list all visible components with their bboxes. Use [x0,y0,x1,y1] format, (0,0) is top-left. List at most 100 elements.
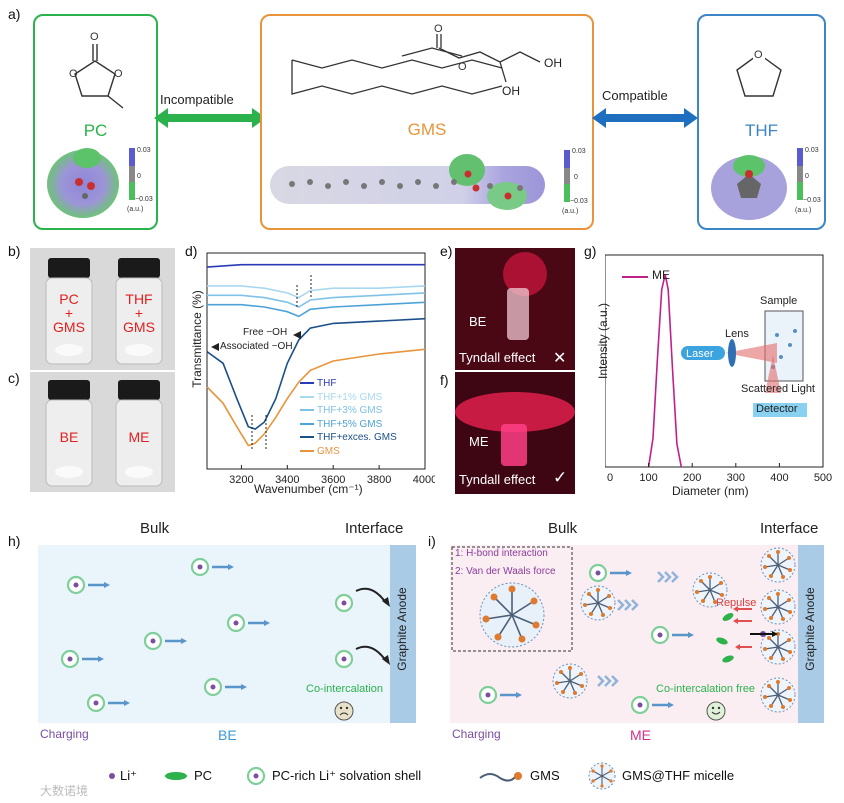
ftir-legend-label: THF+3% GMS [317,405,383,416]
me-tag: ME [630,727,651,743]
ftir-legend-item-4: THF+exces. GMS [300,432,397,443]
me-anode-label: Graphite Anode [803,587,817,671]
tyndall-photo-me: ME Tyndall effect ✓ [455,372,575,494]
ftir-ylabel: Transmittance (%) [190,290,204,388]
pc-scale-top: 0.03 [137,147,151,154]
watermark: 大数诺境 [40,784,89,798]
dls-detector-label: Detector [756,403,798,415]
ftir-series-1 [207,285,426,299]
dls-chart: 0 100 200 300 400 500 [605,254,832,484]
cross-icon: ✕ [553,350,567,367]
gms-scale-mid: 0 [574,174,578,181]
me-bulk-label: Bulk [548,520,578,537]
dls-xtick-label-5: 500 [814,472,832,484]
tyndall-be-caption: Tyndall effect [459,350,536,365]
be-note: Co-intercalation [306,683,384,695]
ftir-legend-swatch [300,449,314,452]
dls-xtick-label-0: 0 [607,472,613,484]
tyndall-me-sample: ME [469,434,489,449]
panel-label-e: e) [440,243,453,259]
vials-photo-c: BE ME [30,372,175,492]
gms-molecule-icon [479,772,522,782]
ftir-series-4 [206,317,426,430]
svg-text:O: O [458,61,467,73]
me-hbond-label: 1: H-bond interaction [455,548,548,559]
tyndall-photo-be: BE Tyndall effect ✕ [455,248,575,370]
me-repulse-label: Repulse [716,597,757,609]
be-tag: BE [218,727,237,743]
gms-esp-map [270,150,570,210]
ftir-legend-swatch [300,409,314,412]
be-anode-label: Graphite Anode [395,587,409,671]
thf-box: O THF 0.03 0 −0.03 (a.u.) [697,14,826,230]
pc-scale-bot: −0.03 [135,196,153,203]
thf-scale-top: 0.03 [805,147,819,154]
ftir-series-2 [207,292,426,308]
vial-b-left-line3: GMS [53,319,85,335]
gms-box: O O OH OH GMS 0.03 0 −0.03 (a.u.) [260,14,594,230]
dls-xtick-label-1: 100 [639,472,657,484]
panel-label-d: d) [185,243,198,259]
gms-label: GMS [407,120,447,139]
legend-shell: PC-rich Li⁺ solvation shell [272,768,422,783]
ftir-xlabel: Wavenumber (cm⁻¹) [254,482,363,496]
ftir-series-3 [207,301,426,318]
ftir-legend-item-1: THF+1% GMS [300,392,382,403]
pc-esp-map [47,148,135,218]
ftir-legend-item-3: THF+5% GMS [300,419,382,430]
vial-b-left-line1: PC [59,291,79,307]
ftir-legend-label: GMS [317,445,340,457]
thf-scale-unit: (a.u.) [795,207,812,214]
ftir-legend-swatch [300,395,314,398]
vial-b-right-line2: + [134,305,144,321]
vials-photo-b: PC + GMS THF + GMS [30,248,175,370]
legend-li: Li⁺ [120,768,137,783]
be-charging: Charging [40,727,89,741]
ftir-legend-label: THF+1% GMS [317,391,383,403]
dls-scattered-label: Scattered Light [741,383,815,395]
dls-xtick-label-3: 300 [727,472,745,484]
incompatible-arrow [154,108,266,128]
panel-label-b: b) [8,243,21,259]
pc-structure: O O O [69,31,124,109]
ftir-legend-swatch [300,382,314,385]
ftir-xtick-label-2: 3600 [321,474,345,486]
gms-scale-top: 0.03 [572,148,586,155]
vial-c-left: BE [59,429,79,445]
solvation-shell-icon [246,766,266,786]
me-graphite-anode [798,545,824,723]
tyndall-be-sample: BE [469,314,487,329]
be-graphite-anode [390,545,416,723]
me-interface-label: Interface [760,520,819,537]
panel-label-c: c) [8,370,20,386]
pc-box: O O O PC 0.03 0 −0.03 (a.u.) [33,14,158,230]
dls-series-0 [647,274,683,468]
li-ion-icon [109,773,115,779]
svg-text:O: O [90,31,99,43]
ftir-plot-frame [206,252,426,470]
thf-esp-map [711,148,803,220]
thf-scale-mid: 0 [805,173,809,180]
dls-xtick-label-4: 400 [770,472,788,484]
dls-lens-label: Lens [725,328,749,340]
interaction-inset [451,546,573,652]
ftir-xtick-label-1: 3400 [275,474,299,486]
vial-b-right-line1: THF [125,291,153,307]
dls-legend: ME [652,268,670,282]
thf-label: THF [744,121,779,140]
dls-xtick-label-2: 200 [683,472,701,484]
micelle-icon [588,762,616,790]
dls-sample-label: Sample [760,295,798,307]
dls-ylabel: Intensity (a.u.) [596,302,610,380]
ftir-legend-item-2: THF+3% GMS [300,405,382,416]
pc-scale-unit: (a.u.) [127,206,144,213]
dls-plot-frame [605,254,824,468]
dls-xlabel: Diameter (nm) [672,484,749,498]
sad-face-icon [334,701,354,721]
pc-molecule-icon [165,772,187,780]
me-charging: Charging [452,727,501,741]
compatible-arrow [592,108,698,128]
gms-oh-top: OH [544,56,562,70]
svg-text:O: O [114,68,123,80]
be-interface-label: Interface [345,520,404,537]
